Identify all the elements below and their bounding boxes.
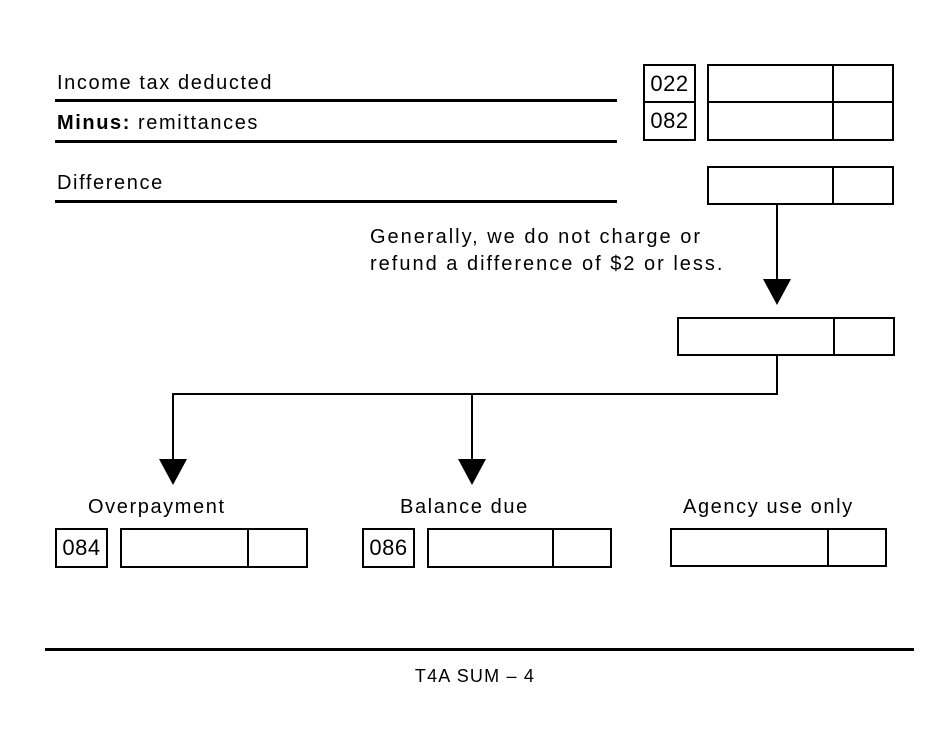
branch-connector-line	[172, 393, 778, 395]
overpayment-cents-field[interactable]	[249, 530, 306, 566]
result-connector-line	[776, 356, 778, 395]
balance-due-amount-box	[427, 528, 612, 568]
income-tax-deducted-label: Income tax deducted	[57, 72, 274, 94]
remittances-dollars-field[interactable]	[709, 103, 838, 139]
remittances-label-rest: remittances	[138, 112, 260, 134]
cents-divider	[247, 530, 249, 566]
balance-due-code-box: 086	[362, 528, 415, 568]
remittances-cents-field[interactable]	[834, 103, 892, 139]
overpayment-code: 084	[62, 535, 101, 560]
result-amount-box	[677, 317, 895, 356]
balance-due-cents-field[interactable]	[554, 530, 610, 566]
difference-cents-field[interactable]	[834, 168, 892, 203]
down-arrow-icon	[763, 279, 791, 305]
remittances-code: 082	[650, 108, 689, 133]
income-tax-cents-field[interactable]	[834, 66, 892, 101]
difference-amount-box	[707, 166, 894, 205]
remittances-underline	[55, 140, 617, 143]
cents-divider	[827, 530, 829, 565]
page-footer-id: T4A SUM – 4	[414, 666, 536, 686]
note-line-1: Generally, we do not charge or	[370, 226, 703, 248]
agency-use-only-label: Agency use only	[683, 496, 854, 518]
overpayment-dollars-field[interactable]	[122, 530, 253, 566]
balance-due-code: 086	[369, 535, 408, 560]
footer-rule	[45, 648, 914, 651]
income-tax-underline	[55, 99, 617, 102]
overpayment-code-box: 084	[55, 528, 108, 568]
down-arrow-icon	[458, 459, 486, 485]
balance-due-connector-line	[471, 393, 473, 461]
agency-use-only-amount-box	[670, 528, 887, 567]
down-arrow-icon	[159, 459, 187, 485]
remittances-amount-box	[707, 101, 894, 141]
difference-underline	[55, 200, 617, 203]
overpayment-connector-line	[172, 393, 174, 461]
income-tax-code-box: 022	[643, 64, 696, 103]
cents-divider	[833, 319, 835, 354]
income-tax-dollars-field[interactable]	[709, 66, 838, 101]
balance-due-dollars-field[interactable]	[429, 530, 558, 566]
cents-divider	[552, 530, 554, 566]
difference-label: Difference	[57, 172, 164, 194]
note-line-2: refund a difference of $2 or less.	[370, 253, 725, 275]
agency-dollars-field[interactable]	[672, 530, 833, 565]
cents-divider	[832, 168, 834, 203]
agency-cents-field[interactable]	[829, 530, 885, 565]
balance-due-label: Balance due	[400, 496, 529, 518]
result-cents-field[interactable]	[835, 319, 893, 354]
cents-divider	[832, 66, 834, 101]
result-dollars-field[interactable]	[679, 319, 839, 354]
overpayment-label: Overpayment	[88, 496, 226, 518]
difference-dollars-field[interactable]	[709, 168, 838, 203]
minus-label-bold: Minus:	[57, 112, 132, 134]
income-tax-amount-box	[707, 64, 894, 103]
overpayment-amount-box	[120, 528, 308, 568]
minus-remittances-label: Minus: remittances	[57, 112, 259, 134]
difference-connector-line	[776, 205, 778, 281]
remittances-code-box: 082	[643, 101, 696, 141]
cents-divider	[832, 103, 834, 139]
income-tax-code: 022	[650, 70, 689, 96]
